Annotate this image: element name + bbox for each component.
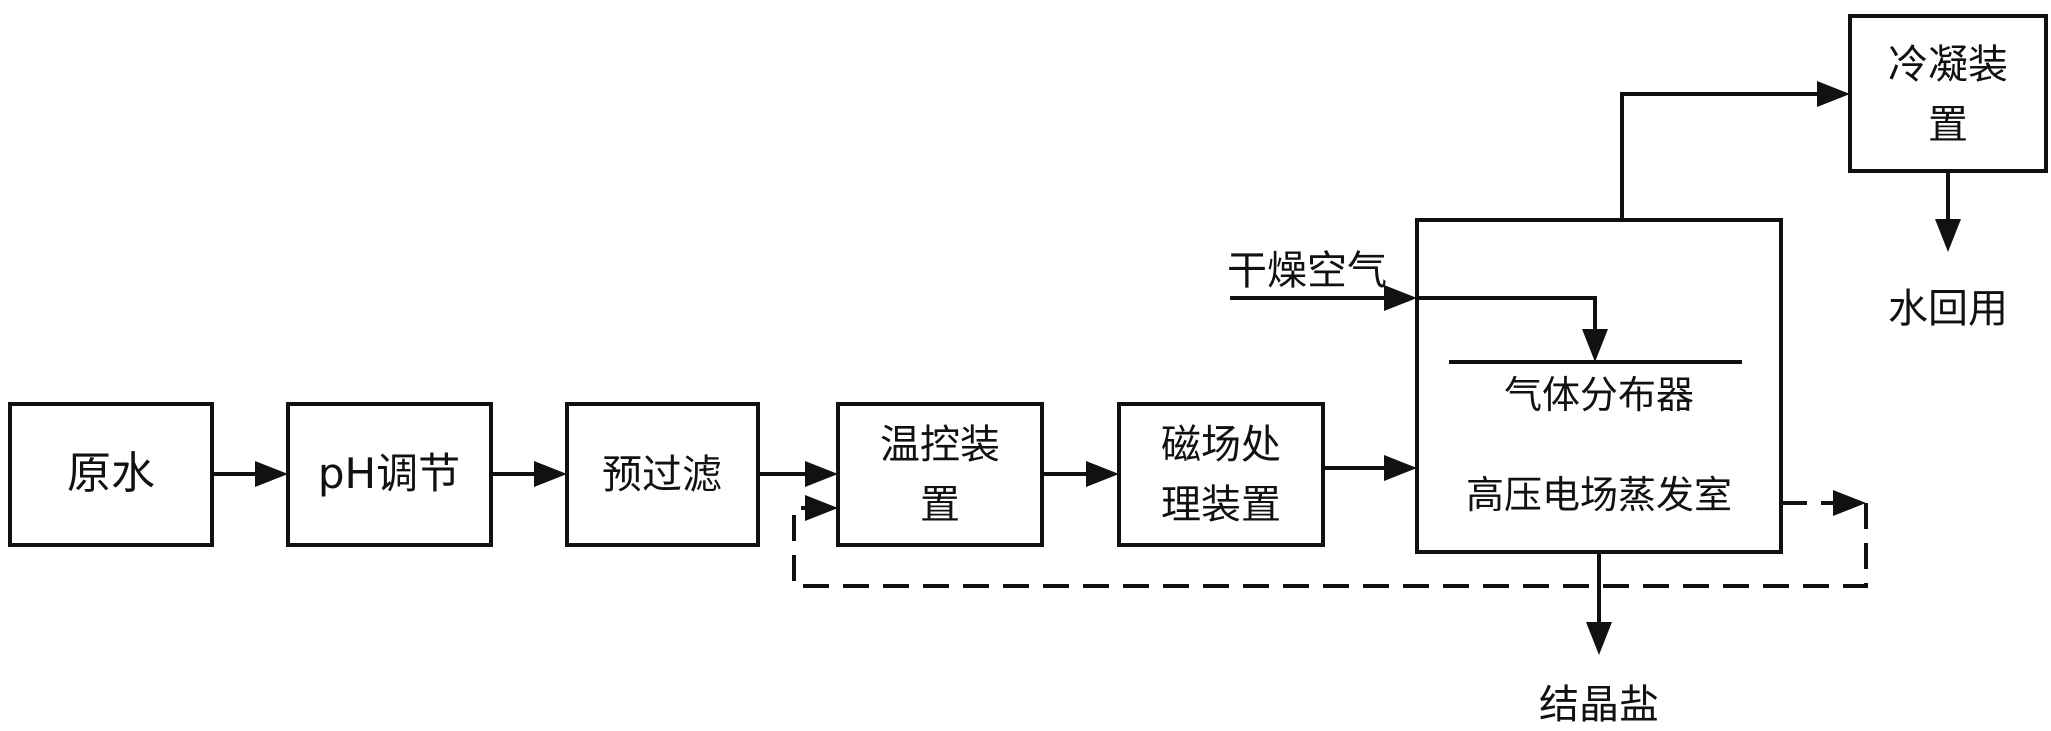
arrow-magnetic-to-chamber <box>1323 455 1417 481</box>
arrow-air-to-distributor <box>1417 296 1608 362</box>
temp-control-label-line1: 温控装 <box>880 422 1000 468</box>
dry-air-label: 干燥空气 <box>1227 248 1387 294</box>
prefilter-node: 预过滤 <box>565 402 760 547</box>
magnetic-treatment-node: 磁场处 理装置 <box>1117 402 1325 547</box>
recycle-loop-dashed <box>792 490 1868 588</box>
temp-control-node: 温控装 置 <box>836 402 1044 547</box>
arrow-chamber-to-condenser <box>1620 81 1850 220</box>
arrow-chamber-to-salt <box>1586 552 1612 655</box>
arrow-condenser-to-reuse <box>1935 171 1961 252</box>
magnetic-label-line1: 磁场处 <box>1161 422 1281 468</box>
ph-adjust-label: pH调节 <box>318 449 460 498</box>
evaporation-chamber-node: 气体分布器 高压电场蒸发室 <box>1415 218 1783 554</box>
magnetic-label-line2: 理装置 <box>1161 482 1281 528</box>
raw-water-node: 原水 <box>8 402 214 547</box>
temp-control-label-line2: 置 <box>920 482 960 528</box>
crystal-salt-label: 结晶盐 <box>1539 682 1659 728</box>
raw-water-label: 原水 <box>67 448 155 499</box>
condenser-label-line2: 置 <box>1928 102 1968 148</box>
arrow-temp-to-magnetic <box>1042 461 1119 487</box>
arrow-raw-to-ph <box>212 461 288 487</box>
ph-adjust-node: pH调节 <box>286 402 493 547</box>
condenser-node: 冷凝装 置 <box>1848 14 2048 173</box>
condenser-label-line1: 冷凝装 <box>1888 42 2008 88</box>
evaporation-chamber-label: 高压电场蒸发室 <box>1466 473 1732 517</box>
prefilter-label: 预过滤 <box>602 452 722 498</box>
arrow-ph-to-prefilter <box>491 461 567 487</box>
arrow-dry-air-in <box>1230 285 1417 311</box>
water-reuse-label: 水回用 <box>1888 286 2008 332</box>
gas-distributor-label: 气体分布器 <box>1504 373 1694 417</box>
arrow-prefilter-to-temp <box>758 461 838 487</box>
